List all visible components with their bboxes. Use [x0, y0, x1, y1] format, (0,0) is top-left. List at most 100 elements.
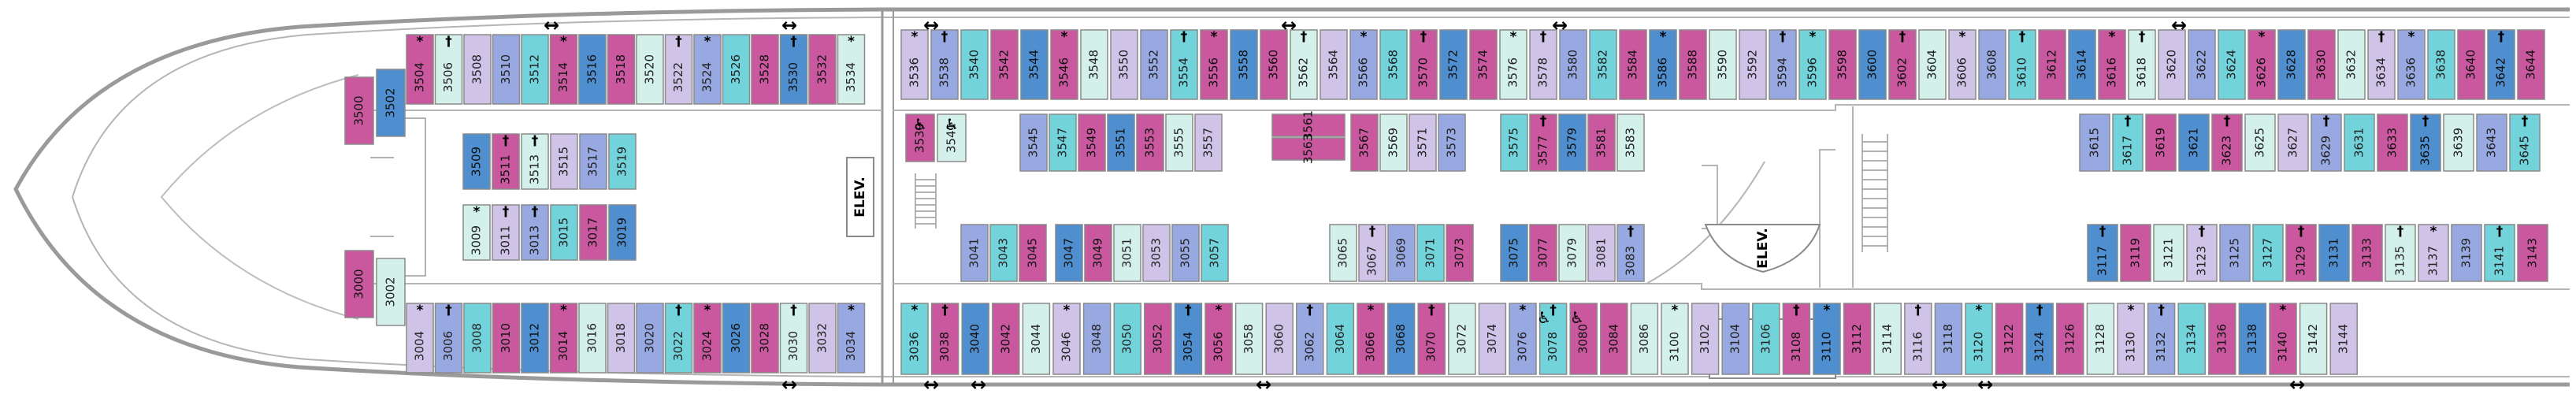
cabin-3536[interactable]: 3536* — [900, 29, 929, 100]
cabin-3631[interactable]: 3631 — [2344, 113, 2375, 172]
cabin-3064[interactable]: 3064 — [1326, 303, 1355, 375]
cabin-3052[interactable]: 3052 — [1144, 303, 1172, 375]
cabin-3629[interactable]: 3629† — [2311, 113, 2342, 172]
cabin-3076[interactable]: 3076* — [1509, 303, 1537, 375]
cabin-3062[interactable]: 3062† — [1296, 303, 1324, 375]
cabin-3055[interactable]: 3055 — [1171, 224, 1200, 282]
cabin-3074[interactable]: 3074 — [1478, 303, 1507, 375]
cabin-3579[interactable]: 3579 — [1558, 113, 1587, 172]
cabin-3518[interactable]: 3518 — [607, 34, 636, 105]
cabin-3618[interactable]: 3618† — [2128, 29, 2156, 100]
cabin-3594[interactable]: 3594† — [1769, 29, 1797, 100]
cabin-3584[interactable]: 3584 — [1619, 29, 1647, 100]
cabin-3009[interactable]: 3009* — [462, 204, 491, 261]
cabin-3610[interactable]: 3610† — [2008, 29, 2036, 100]
cabin-3578[interactable]: 3578† — [1529, 29, 1557, 100]
cabin-3120[interactable]: 3120* — [1965, 303, 1993, 375]
cabin-3604[interactable]: 3604 — [1918, 29, 1947, 100]
cabin-3573[interactable]: 3573 — [1438, 113, 1466, 172]
cabin-3620[interactable]: 3620 — [2158, 29, 2186, 100]
cabin-3080[interactable]: 3080 — [1569, 303, 1598, 375]
cabin-3108[interactable]: 3108† — [1782, 303, 1811, 375]
cabin-3555[interactable]: 3555 — [1165, 113, 1193, 172]
cabin-3574[interactable]: 3574 — [1469, 29, 1498, 100]
cabin-3056[interactable]: 3056* — [1204, 303, 1233, 375]
cabin-3030[interactable]: 3030† — [779, 303, 808, 374]
cabin-3544[interactable]: 3544 — [1020, 29, 1049, 100]
cabin-3626[interactable]: 3626* — [2248, 29, 2276, 100]
cabin-3006[interactable]: 3006† — [434, 303, 463, 374]
cabin-3564[interactable]: 3564 — [1320, 29, 1348, 100]
cabin-3572[interactable]: 3572 — [1439, 29, 1468, 100]
cabin-3522[interactable]: 3522† — [664, 34, 693, 105]
cabin-3135[interactable]: 3135† — [2385, 224, 2416, 282]
cabin-3638[interactable]: 3638 — [2427, 29, 2455, 100]
cabin-3534[interactable]: 3534* — [837, 34, 866, 105]
cabin-3561[interactable]: 3561 — [1271, 110, 1346, 140]
cabin-3532[interactable]: 3532 — [808, 34, 837, 105]
cabin-3086[interactable]: 3086 — [1630, 303, 1659, 375]
cabin-3012[interactable]: 3012 — [521, 303, 549, 374]
cabin-3139[interactable]: 3139 — [2451, 224, 2482, 282]
cabin-3506[interactable]: 3506† — [434, 34, 463, 105]
cabin-3580[interactable]: 3580 — [1559, 29, 1587, 100]
cabin-3042[interactable]: 3042 — [992, 303, 1020, 375]
cabin-3612[interactable]: 3612 — [2038, 29, 2066, 100]
cabin-3066[interactable]: 3066* — [1357, 303, 1385, 375]
cabin-3046[interactable]: 3046* — [1052, 303, 1081, 375]
cabin-3547[interactable]: 3547 — [1049, 113, 1077, 172]
cabin-3138[interactable]: 3138 — [2238, 303, 2267, 375]
cabin-3038[interactable]: 3038† — [930, 303, 960, 375]
cabin-3630[interactable]: 3630 — [2307, 29, 2336, 100]
cabin-3127[interactable]: 3127 — [2252, 224, 2284, 282]
cabin-3075[interactable]: 3075 — [1500, 224, 1528, 282]
cabin-3539[interactable]: 3539 — [905, 113, 935, 162]
cabin-3500[interactable]: 3500 — [344, 76, 374, 145]
cabin-3645[interactable]: 3645† — [2509, 113, 2541, 172]
cabin-3606[interactable]: 3606* — [1948, 29, 1977, 100]
cabin-3608[interactable]: 3608 — [1978, 29, 2006, 100]
cabin-3634[interactable]: 3634† — [2367, 29, 2396, 100]
cabin-3141[interactable]: 3141† — [2484, 224, 2515, 282]
cabin-3114[interactable]: 3114 — [1873, 303, 1902, 375]
cabin-3566[interactable]: 3566* — [1349, 29, 1378, 100]
cabin-3619[interactable]: 3619 — [2145, 113, 2177, 172]
cabin-3551[interactable]: 3551 — [1107, 113, 1135, 172]
cabin-3117[interactable]: 3117† — [2087, 224, 2118, 282]
cabin-3015[interactable]: 3015 — [550, 204, 578, 261]
cabin-3069[interactable]: 3069 — [1387, 224, 1416, 282]
cabin-3129[interactable]: 3129† — [2285, 224, 2317, 282]
cabin-3036[interactable]: 3036* — [900, 303, 929, 375]
cabin-3600[interactable]: 3600 — [1858, 29, 1887, 100]
cabin-3034[interactable]: 3034* — [837, 303, 866, 374]
cabin-3079[interactable]: 3079 — [1558, 224, 1587, 282]
cabin-3598[interactable]: 3598 — [1828, 29, 1857, 100]
cabin-3560[interactable]: 3560 — [1260, 29, 1288, 100]
cabin-3018[interactable]: 3018 — [607, 303, 636, 374]
cabin-3028[interactable]: 3028 — [751, 303, 779, 374]
cabin-3083[interactable]: 3083† — [1616, 224, 1645, 282]
cabin-3520[interactable]: 3520 — [636, 34, 664, 105]
cabin-3010[interactable]: 3010 — [492, 303, 521, 374]
cabin-3592[interactable]: 3592 — [1739, 29, 1767, 100]
cabin-3642[interactable]: 3642† — [2487, 29, 2515, 100]
cabin-3106[interactable]: 3106 — [1752, 303, 1780, 375]
cabin-3054[interactable]: 3054† — [1174, 303, 1203, 375]
cabin-3112[interactable]: 3112 — [1843, 303, 1872, 375]
cabin-3504[interactable]: 3504* — [406, 34, 434, 105]
cabin-3068[interactable]: 3068 — [1386, 303, 1416, 375]
cabin-3575[interactable]: 3575 — [1500, 113, 1528, 172]
cabin-3126[interactable]: 3126 — [2056, 303, 2084, 375]
cabin-3084[interactable]: 3084 — [1600, 303, 1628, 375]
cabin-3142[interactable]: 3142 — [2299, 303, 2328, 375]
cabin-3024[interactable]: 3024* — [693, 303, 722, 374]
cabin-3576[interactable]: 3576* — [1499, 29, 1527, 100]
cabin-3100[interactable]: 3100* — [1661, 303, 1689, 375]
cabin-3602[interactable]: 3602† — [1888, 29, 1917, 100]
cabin-3118[interactable]: 3118 — [1934, 303, 1963, 375]
cabin-3121[interactable]: 3121 — [2153, 224, 2184, 282]
cabin-3545[interactable]: 3545 — [1019, 113, 1048, 172]
cabin-3590[interactable]: 3590 — [1709, 29, 1737, 100]
cabin-3583[interactable]: 3583 — [1616, 113, 1645, 172]
cabin-3526[interactable]: 3526 — [722, 34, 751, 105]
